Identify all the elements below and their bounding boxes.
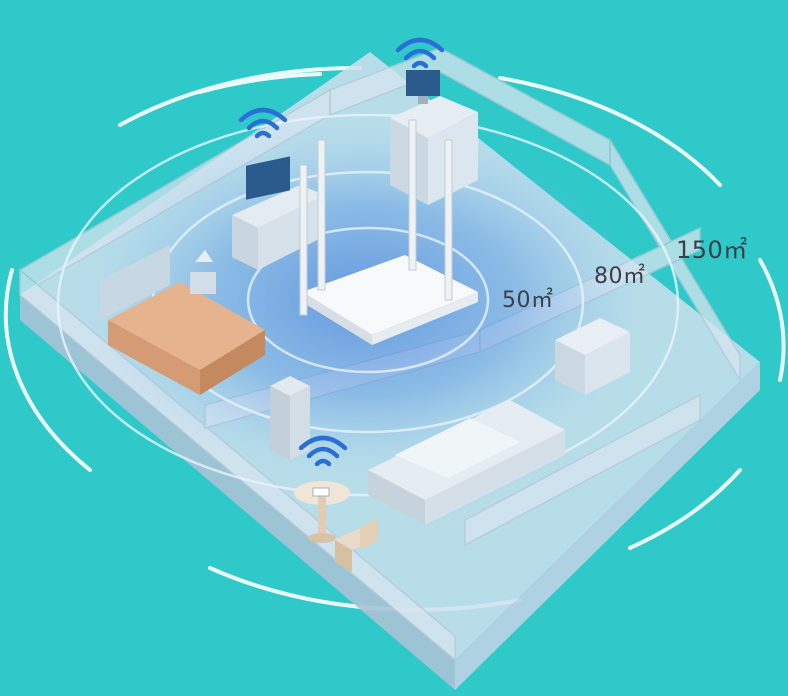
nightstand-icon [555, 318, 630, 395]
router-icon [299, 119, 478, 345]
table-icon [294, 481, 350, 543]
coverage-label-outer: 150㎡ [676, 236, 748, 264]
wifi-icon [395, 37, 445, 69]
bed-icon [100, 245, 265, 395]
coverage-label-middle: 80㎡ [594, 264, 646, 289]
sofa-icon [368, 400, 565, 525]
speaker-icon [270, 376, 310, 460]
wifi-icon [298, 435, 348, 467]
coverage-label-inner: 50㎡ [502, 288, 554, 313]
lamp-icon [190, 250, 216, 294]
wifi-icon [238, 107, 288, 139]
chair-icon [335, 518, 378, 572]
